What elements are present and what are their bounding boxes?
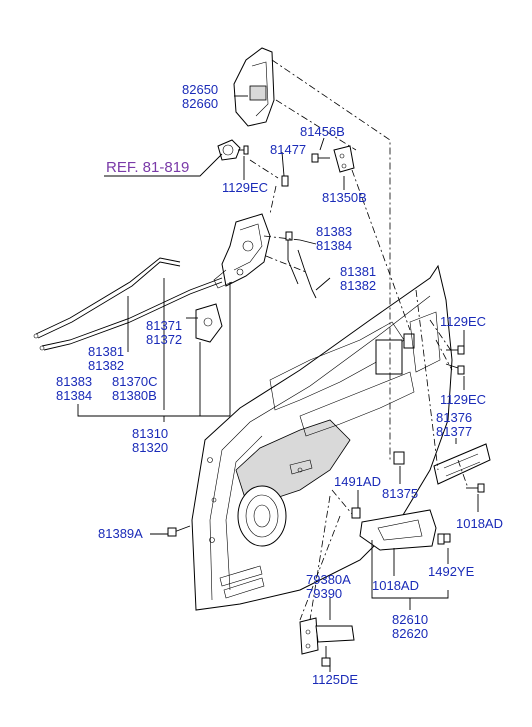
label-1491AD: 1491AD bbox=[334, 474, 381, 489]
label-81384-right: 81384 bbox=[316, 238, 352, 253]
label-82610: 82610 bbox=[392, 612, 428, 627]
label-81381-right: 81381 bbox=[340, 264, 376, 279]
label-1018AD-right: 1018AD bbox=[456, 516, 503, 531]
label-81383-right: 81383 bbox=[316, 224, 352, 239]
label-1492YE: 1492YE bbox=[428, 564, 475, 579]
construction-lines bbox=[249, 59, 469, 621]
latch-assembly bbox=[213, 213, 271, 289]
label-81350B: 81350B bbox=[322, 190, 367, 205]
label-79380A: 79380A bbox=[306, 572, 351, 587]
label-1129EC-right-2: 1129EC bbox=[440, 392, 486, 407]
bracket bbox=[433, 443, 491, 485]
label-79390: 79390 bbox=[306, 586, 342, 601]
label-81383-left: 81383 bbox=[56, 374, 92, 389]
label-82660: 82660 bbox=[182, 96, 218, 111]
cables bbox=[33, 257, 223, 351]
label-81375: 81375 bbox=[382, 486, 418, 501]
label-82620: 82620 bbox=[392, 626, 428, 641]
label-81384-left: 81384 bbox=[56, 388, 92, 403]
label-81382-right: 81382 bbox=[340, 278, 376, 293]
inside-lock bbox=[195, 303, 223, 343]
door-checker bbox=[299, 617, 355, 655]
label-81380B: 81380B bbox=[112, 388, 157, 403]
door-panel bbox=[191, 264, 453, 611]
striker bbox=[311, 145, 355, 173]
inside-handle bbox=[359, 509, 437, 551]
label-81370C: 81370C bbox=[112, 374, 158, 389]
label-81372: 81372 bbox=[146, 332, 182, 347]
leader-lines bbox=[77, 95, 479, 672]
label-1129EC-right-1: 1129EC bbox=[440, 314, 486, 329]
label-82650: 82650 bbox=[182, 82, 218, 97]
ref-label: REF. 81-819 bbox=[106, 159, 189, 176]
label-81310: 81310 bbox=[132, 426, 168, 441]
fasteners bbox=[167, 345, 485, 667]
label-1129EC-top: 1129EC bbox=[222, 180, 268, 195]
label-81371: 81371 bbox=[146, 318, 182, 333]
rods bbox=[285, 231, 317, 299]
label-81456B: 81456B bbox=[300, 124, 345, 139]
label-81377: 81377 bbox=[436, 424, 472, 439]
label-1125DE: 1125DE bbox=[312, 672, 358, 687]
label-81477: 81477 bbox=[270, 142, 306, 157]
part-labels: 82650 82660 81456B 81477 REF. 81-819 112… bbox=[56, 82, 503, 687]
label-81382-left: 81382 bbox=[88, 358, 124, 373]
label-81381-left: 81381 bbox=[88, 344, 124, 359]
key-cylinder bbox=[217, 139, 249, 161]
rod-81477 bbox=[281, 175, 289, 187]
outside-handle bbox=[233, 47, 275, 127]
label-81389A: 81389A bbox=[98, 526, 143, 541]
label-81320: 81320 bbox=[132, 440, 168, 455]
label-81376: 81376 bbox=[436, 410, 472, 425]
label-1018AD-bottom: 1018AD bbox=[372, 578, 419, 593]
